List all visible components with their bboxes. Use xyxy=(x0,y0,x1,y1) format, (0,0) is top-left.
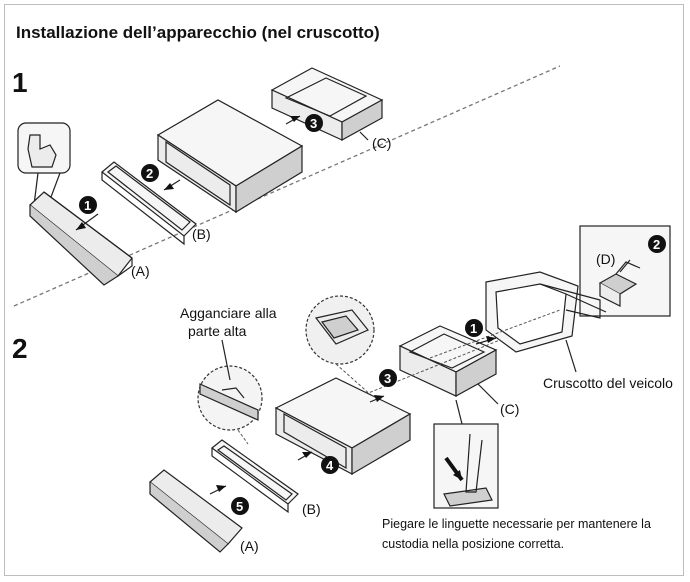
arrow-2-step1-head xyxy=(164,183,174,190)
main-unit-step1 xyxy=(156,99,304,214)
badge-2-step2-text: 2 xyxy=(653,237,660,252)
step-number-1: 1 xyxy=(12,67,28,98)
badge-3-step1-text: 3 xyxy=(310,116,317,131)
label-d: (D) xyxy=(596,251,615,267)
vehicle-dashboard-slot xyxy=(485,271,607,353)
unit-detail-inset xyxy=(305,295,375,397)
label-a-step2: (A) xyxy=(240,538,259,554)
face-panel-a-step2 xyxy=(149,469,243,553)
label-b-step2: (B) xyxy=(302,501,321,517)
label-a-step1: (A) xyxy=(131,263,150,279)
page-title: Installazione dell’apparecchio (nel crus… xyxy=(16,23,380,42)
bend-tabs-note-line2: custodia nella posizione corretta. xyxy=(382,537,564,551)
finger-press-inset xyxy=(17,122,71,206)
badge-2-step2 xyxy=(648,235,666,253)
hook-detail-inset xyxy=(197,339,263,445)
leader-c-step1 xyxy=(359,131,369,141)
hook-label-line1: Agganciare alla xyxy=(180,305,277,321)
hook-label-line2: parte alta xyxy=(188,323,247,339)
arrow-4-step2-head xyxy=(302,452,312,458)
leader-bend-tabs xyxy=(455,399,463,425)
arrow-3-step2-head xyxy=(374,395,384,402)
mounting-sleeve-c-step1 xyxy=(270,67,384,142)
bend-tabs-inset xyxy=(433,423,499,509)
bend-tabs-note-line1: Piegare le linguette necessarie per mant… xyxy=(382,517,651,531)
badge-1-step2 xyxy=(465,319,483,337)
dashboard-label: Cruscotto del veicolo xyxy=(543,375,673,391)
badge-4-step2 xyxy=(321,456,339,474)
label-c-step1: (C) xyxy=(372,135,391,151)
trim-plate-b-step1 xyxy=(101,161,197,246)
trim-plate-b-step2 xyxy=(211,439,299,514)
guide-line-1 xyxy=(355,339,501,399)
badge-1-step1 xyxy=(79,196,97,214)
arrow-1-step2-head xyxy=(486,336,496,343)
leader-c-step2 xyxy=(477,383,499,405)
arrow-5-step2-head xyxy=(216,485,226,492)
badge-1-step2-text: 1 xyxy=(470,321,477,336)
badge-3-step2 xyxy=(379,369,397,387)
mounting-sleeve-c-step2 xyxy=(398,325,498,398)
step-number-2: 2 xyxy=(12,333,28,364)
arrow-3-step1-head xyxy=(290,116,300,122)
badge-2-step1-text: 2 xyxy=(146,166,153,181)
arrow-1-step1-head xyxy=(76,222,86,230)
badge-5-step2 xyxy=(231,497,249,515)
badge-1-step1-text: 1 xyxy=(84,198,91,213)
label-b-step1: (B) xyxy=(192,226,211,242)
guide-line-2 xyxy=(429,309,561,359)
main-unit-step2 xyxy=(274,377,412,476)
badge-2-step1 xyxy=(141,164,159,182)
badge-3-step1 xyxy=(305,114,323,132)
leader-dashboard xyxy=(565,339,577,373)
badge-5-step2-text: 5 xyxy=(236,499,243,514)
badge-4-step2-text: 4 xyxy=(326,458,334,473)
badge-3-step2-text: 3 xyxy=(384,371,391,386)
face-panel-a-step1 xyxy=(29,191,133,286)
label-c-step2: (C) xyxy=(500,401,519,417)
